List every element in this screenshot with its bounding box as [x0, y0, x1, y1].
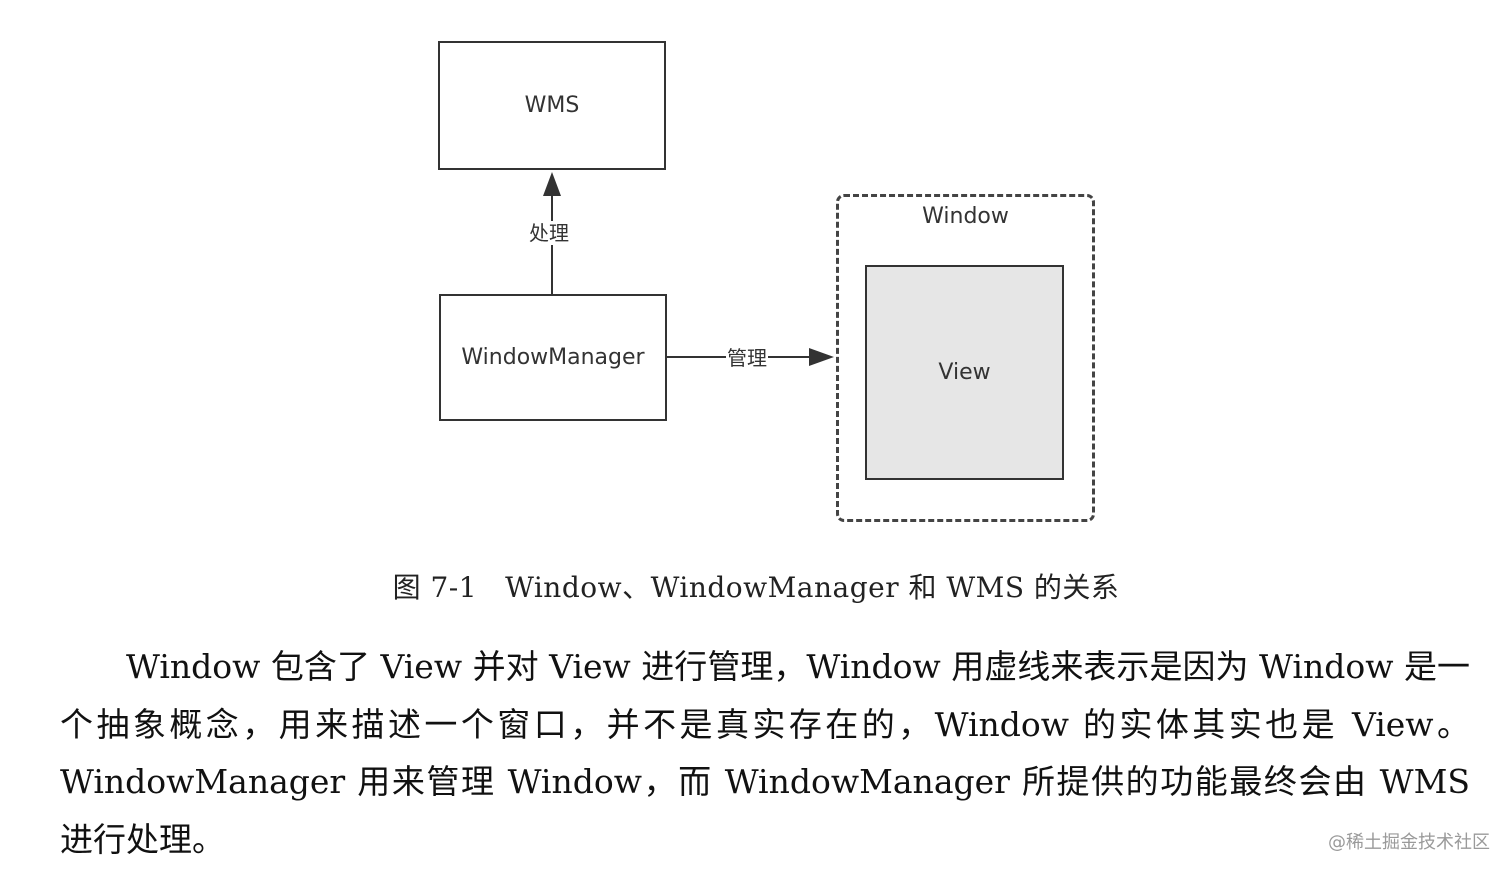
arrow-head-to-window: [809, 348, 834, 366]
window-label: Window: [922, 204, 1009, 229]
view-box: View: [865, 265, 1064, 480]
body-text: Window 包含了 View 并对 View 进行管理，Window 用虚线来…: [60, 638, 1470, 868]
edge-label-process: 处理: [528, 221, 570, 245]
wms-box: WMS: [438, 41, 666, 170]
figure-number: 图 7-1: [392, 571, 478, 604]
window-manager-label: WindowManager: [461, 345, 645, 370]
watermark: @稀土掘金技术社区: [1328, 832, 1490, 853]
diagram-connectors: [543, 172, 834, 366]
window-manager-box: WindowManager: [439, 294, 667, 421]
figure-caption-text: Window、WindowManager 和 WMS 的关系: [505, 571, 1120, 604]
figure-caption: 图 7-1 Window、WindowManager 和 WMS 的关系: [0, 566, 1512, 606]
relationship-diagram: WMS 处理 WindowManager 管理 Window View: [438, 41, 1095, 522]
edge-label-manage: 管理: [726, 346, 768, 370]
view-label: View: [938, 360, 991, 385]
window-dashed-frame: [836, 194, 1095, 522]
wms-label: WMS: [524, 93, 580, 118]
arrow-head-to-wms: [543, 172, 561, 196]
body-paragraph: Window 包含了 View 并对 View 进行管理，Window 用虚线来…: [60, 647, 1470, 859]
